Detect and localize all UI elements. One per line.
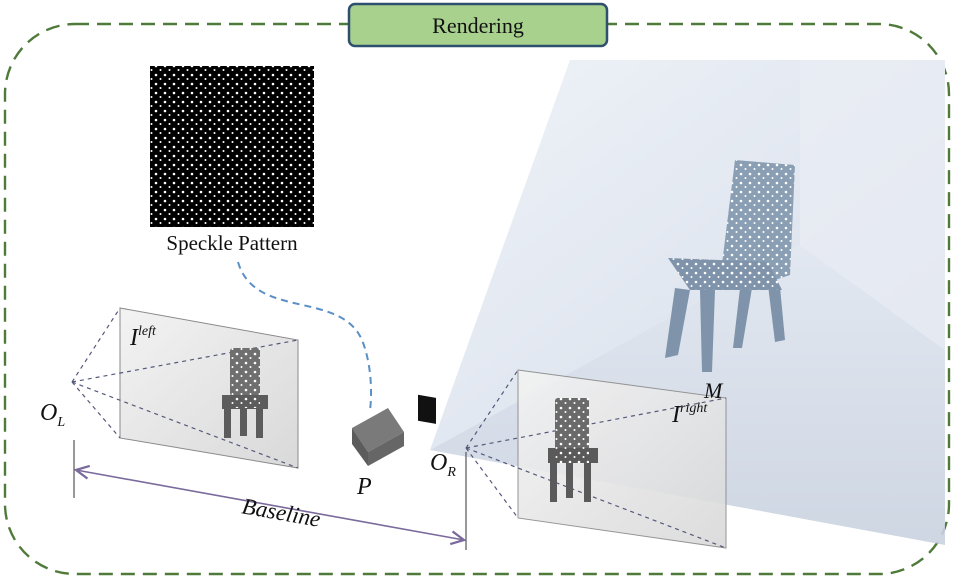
left-rays: [71, 307, 299, 469]
right-rays: [465, 369, 727, 549]
projector-label: P: [356, 474, 372, 500]
speckle-pattern-label: Speckle Pattern: [166, 231, 298, 255]
left-camera-center-label: OL: [40, 400, 65, 430]
baseline-label: Baseline: [240, 493, 322, 531]
projection-side: [800, 60, 945, 350]
speckle-link: [237, 261, 373, 411]
rendering-title: Rendering: [432, 13, 524, 38]
left-chair-image: [222, 348, 268, 438]
projector: P: [352, 408, 404, 500]
projected-chair: [665, 160, 795, 372]
left-image-label: Ileft: [129, 324, 157, 351]
right-camera-center-label: OR: [430, 450, 456, 480]
rendering-header: Rendering: [347, 2, 609, 48]
baseline-arrow: [76, 470, 464, 540]
projector-lens: [418, 394, 436, 424]
right-chair-image: [548, 398, 598, 502]
right-image-label: Iright: [671, 401, 708, 428]
right-camera: Iright OR: [430, 369, 727, 549]
left-camera: Ileft OL: [40, 307, 299, 469]
speckle-pattern: Speckle Pattern: [150, 66, 314, 255]
mesh-label: M: [703, 378, 724, 403]
